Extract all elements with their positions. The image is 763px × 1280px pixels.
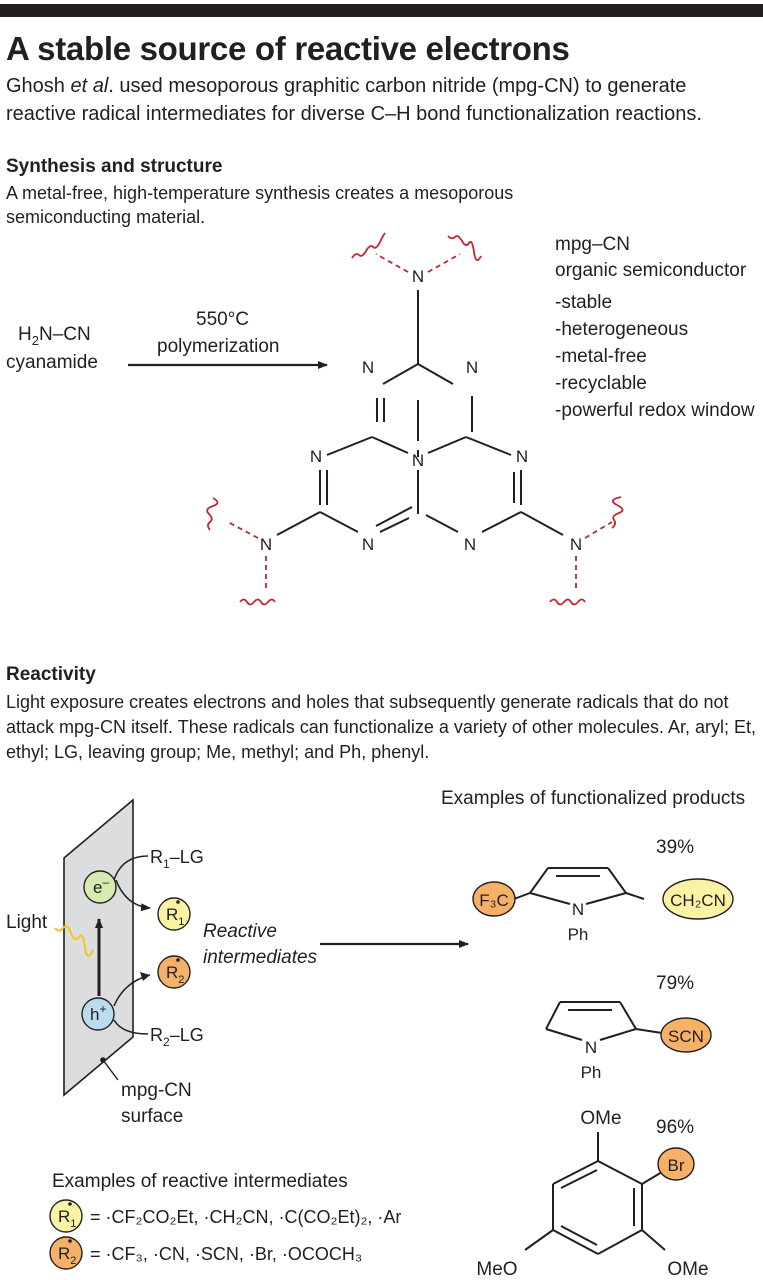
polymer-extension-bonds	[206, 232, 624, 606]
svg-text:N: N	[412, 451, 424, 470]
svg-text:N: N	[516, 447, 528, 466]
dek-etal: et al	[70, 75, 109, 97]
product1-right-group: CH₂CN	[670, 891, 726, 910]
r1-radical-dot	[176, 900, 180, 904]
svg-text:N: N	[466, 358, 478, 377]
hole-circle	[81, 997, 115, 1031]
product2-n: N	[585, 1038, 597, 1057]
r1-radical-circle	[157, 897, 191, 931]
svg-text:N: N	[464, 535, 476, 554]
synthesis-body: A metal-free, high-temperature synthesis…	[6, 183, 514, 227]
reactivity-body: Light exposure creates electrons and hol…	[6, 692, 756, 762]
r1-lg-curve	[113, 855, 149, 881]
dek-text: Ghosh et al. used mesoporous graphitic c…	[6, 72, 758, 128]
svg-text:N: N	[362, 535, 374, 554]
svg-text:N: N	[570, 535, 582, 554]
heptazine-nitrogen-labels: N N N N N N N N N N	[260, 267, 582, 554]
r1-examples: = ·CF₂CO₂Et, ·CH₂CN, ·C(CO₂Et)₂, ·Ar	[90, 1207, 401, 1227]
top-rule	[0, 4, 763, 17]
product1-n: N	[572, 900, 584, 919]
material-type: organic semiconductor	[555, 260, 747, 281]
intermediates-label-1: Reactive	[203, 921, 277, 942]
r2-radical-label: R2	[166, 963, 184, 986]
page-title: A stable source of reactive electrons	[6, 30, 570, 67]
surface-pointer-line	[102, 1059, 119, 1081]
surface-label-1: mpg-CN	[121, 1080, 192, 1101]
r2-radical-dot	[176, 958, 180, 962]
reagent-label: H2N–CN cyanamide	[6, 324, 98, 373]
dek-rest: . used mesoporous graphitic carbon nitri…	[6, 75, 702, 125]
r2-examples: = ·CF₃, ·CN, ·SCN, ·Br, ·OCOCH₃	[90, 1244, 362, 1264]
product2-group: SCN	[668, 1027, 704, 1046]
product1-yield: 39%	[656, 837, 694, 858]
svg-text:N: N	[260, 535, 272, 554]
product2-yield: 79%	[656, 973, 694, 994]
product2-ph: Ph	[581, 1063, 602, 1082]
svg-text:H2N–CN: H2N–CN	[18, 324, 91, 348]
property-item: -heterogeneous	[555, 319, 688, 340]
surface-label-2: surface	[121, 1106, 183, 1127]
r1-legend-label: R1	[58, 1207, 76, 1230]
product3-group: Br	[668, 1156, 685, 1175]
product1-ch2cn-bubble	[662, 878, 734, 920]
light-label: Light	[6, 912, 48, 933]
hole-label: h+	[90, 1002, 106, 1024]
product1-cf3-bubble	[472, 881, 516, 917]
product1-ph: Ph	[568, 925, 589, 944]
product3-right-group: OMe	[667, 1259, 708, 1280]
intermediates-label-2: intermediates	[203, 947, 318, 968]
r2-arrowhead	[140, 972, 150, 981]
r2-legend-dot	[68, 1239, 72, 1243]
material-properties: -stable -heterogeneous -metal-free -recy…	[555, 292, 755, 421]
reactivity-heading: Reactivity	[6, 664, 96, 685]
product2-scn-bubble	[660, 1017, 712, 1053]
property-item: -metal-free	[555, 346, 647, 367]
svg-text:cyanamide: cyanamide	[6, 352, 98, 373]
dek-author: Ghosh	[6, 75, 65, 97]
product3-ring	[524, 1132, 666, 1255]
r2-lg-label: R2–LG	[150, 1025, 204, 1049]
product3-left-group: MeO	[476, 1259, 517, 1280]
r1-release-arrow	[115, 879, 151, 912]
r2-legend-label: R2	[58, 1244, 76, 1267]
svg-text:N: N	[362, 358, 374, 377]
r1-legend-dot	[68, 1202, 72, 1206]
property-item: -stable	[555, 292, 612, 313]
r1-radical-label: R1	[166, 905, 184, 928]
svg-text:N: N	[310, 447, 322, 466]
electron-circle	[83, 870, 117, 904]
r2-lg-curve	[113, 1019, 149, 1035]
product1-ring	[513, 867, 645, 905]
product3-yield: 96%	[656, 1117, 694, 1138]
synthesis-heading: Synthesis and structure	[6, 156, 223, 177]
electron-label: e–	[93, 875, 109, 897]
light-wave-icon	[54, 925, 94, 957]
material-name: mpg–CN	[555, 234, 630, 255]
svg-text:N: N	[412, 267, 424, 286]
property-item: -powerful redox window	[555, 400, 755, 421]
product2-ring	[545, 1001, 663, 1041]
product3-br-bubble	[657, 1147, 695, 1181]
condition-process: polymerization	[157, 336, 280, 357]
r2-legend-circle	[49, 1236, 83, 1270]
products-title: Examples of functionalized products	[441, 788, 745, 809]
r1-lg-label: R1–LG	[150, 847, 204, 871]
product1-left-group: F₃C	[479, 891, 509, 910]
property-item: -recyclable	[555, 373, 647, 394]
heptazine-bonds	[276, 290, 564, 536]
intermediates-examples-title: Examples of reactive intermediates	[52, 1171, 348, 1192]
r1-legend-circle	[49, 1199, 83, 1233]
product3-top-group: OMe	[580, 1108, 621, 1129]
condition-temperature: 550°C	[196, 309, 249, 330]
r2-radical-circle	[157, 955, 191, 989]
